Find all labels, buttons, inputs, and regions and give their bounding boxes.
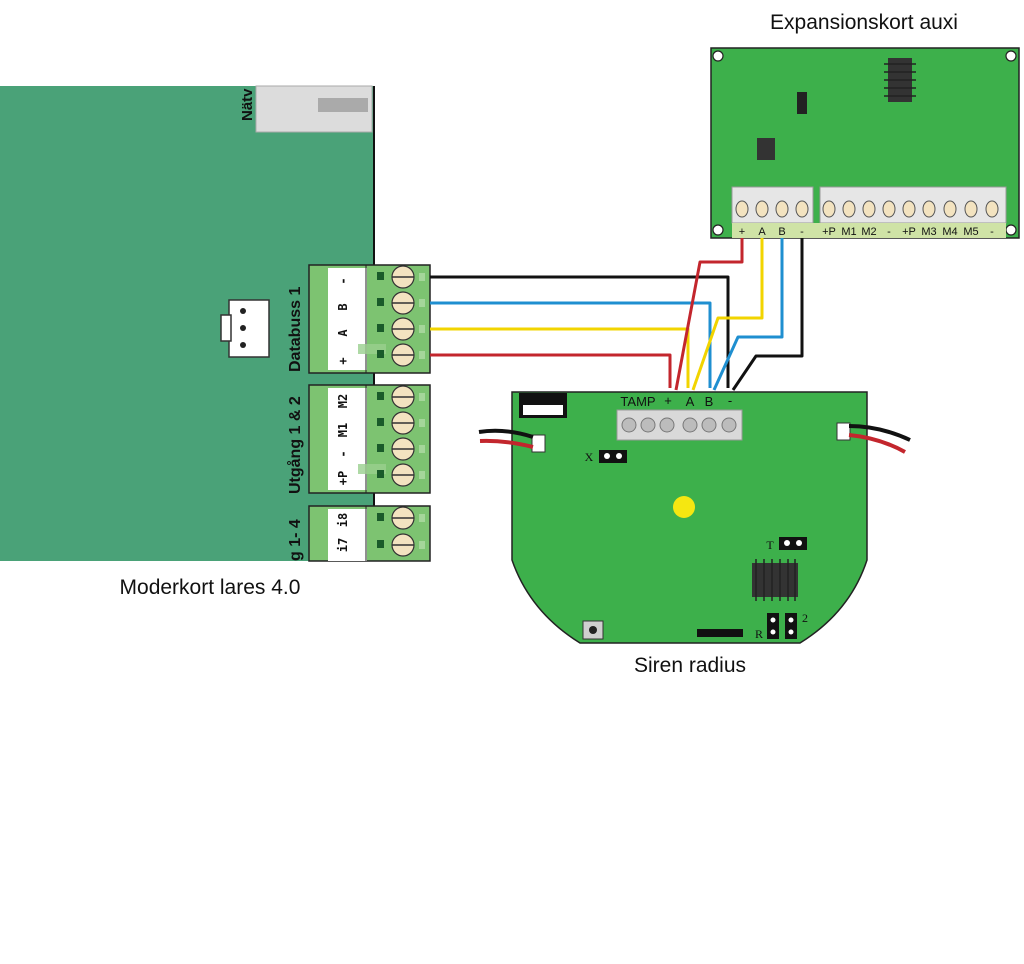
expansion-board: + A B - +P M1 M2 - +P M3 M4 M5 -: [710, 47, 1020, 239]
expansion-terminal-label: M3: [921, 226, 936, 238]
expansion-title: Expansionskort auxi: [770, 11, 958, 34]
siren-title: Siren radius: [634, 654, 746, 677]
wire-blue-expansion: [712, 238, 784, 391]
databus-terminal-label: -: [336, 277, 350, 284]
expansion-terminal-label: +P: [902, 226, 916, 238]
mainboard: Nätv Databuss 1 Utgång 1 & 2 g 1- 4 - B …: [0, 85, 431, 562]
jumper-x: [599, 450, 627, 463]
battery-leads: [478, 424, 911, 454]
input-terminal-label: i7: [336, 538, 350, 552]
mounting-hole: [712, 50, 1017, 236]
jumper-r: [767, 613, 779, 639]
expansion-terminal-label: -: [990, 226, 994, 238]
pin-header-pin: [240, 325, 246, 331]
databus-terminal-label: B: [336, 303, 350, 310]
expansion-terminal-label: B: [778, 226, 785, 238]
siren-terminal-label: B: [705, 394, 714, 409]
battery-connector-left: [531, 434, 546, 453]
expansion-terminal-label: +: [739, 226, 745, 238]
output-terminal-label: M2: [336, 394, 350, 408]
jumper-2-label: 2: [802, 611, 808, 625]
wire-black-databus: [430, 275, 730, 388]
wire-yellow-expansion: [691, 238, 764, 391]
network-cut-label: Nätv: [239, 88, 256, 121]
output-label: Utgång 1 & 2: [286, 396, 304, 494]
pin-header-pin: [240, 308, 246, 314]
led-indicator: [673, 496, 695, 518]
output-terminal-label: -: [336, 450, 350, 457]
mainboard-title: Moderkort lares 4.0: [120, 576, 301, 599]
expansion-terminal-label: M2: [861, 226, 876, 238]
databus-terminal-label: +: [336, 357, 350, 364]
jumper-r-label: R: [755, 627, 763, 641]
tamper-switch-face: [523, 405, 563, 415]
tamp-label: TAMP: [620, 394, 655, 409]
expansion-screws: [735, 200, 999, 218]
jumper-x-label: X: [585, 450, 594, 464]
network-connector-slot: [318, 98, 368, 112]
databus-terminal-label: A: [336, 329, 350, 337]
output-terminal-label: +P: [336, 471, 350, 485]
siren-terminal-label: -: [728, 393, 732, 408]
expansion-terminal-label: A: [758, 226, 766, 238]
jumper-t-label: T: [766, 538, 774, 552]
jumper-t: [779, 537, 807, 550]
siren-terminal-label: A: [686, 394, 695, 409]
expansion-terminal-label: -: [887, 226, 891, 238]
expansion-terminal-label: +P: [822, 226, 836, 238]
wire-yellow-databus: [430, 327, 690, 388]
small-chip: [757, 138, 775, 160]
wire-blue-databus: [430, 301, 712, 388]
siren-terminal-block: [616, 409, 743, 441]
expansion-terminal-label: -: [800, 226, 804, 238]
siren-board: TAMP + A B - X T R 2: [511, 391, 868, 644]
terminal-block-outputs: M2 M1 - +P: [308, 384, 431, 494]
terminal-block-databus: - B A +: [308, 264, 431, 374]
pin-header: [228, 299, 270, 358]
pin-header-tab: [220, 314, 232, 342]
input-terminal-label: i8: [336, 513, 350, 527]
expansion-terminal-strip: [732, 223, 1006, 238]
wire-red-expansion: [674, 238, 744, 391]
terminal-block-inputs: i8 i7: [308, 505, 431, 562]
wires: [430, 238, 804, 391]
expansion-terminal-label: M4: [942, 226, 957, 238]
wire-black-expansion: [731, 238, 804, 391]
crystal: [797, 92, 807, 114]
wire-red-databus: [430, 353, 672, 388]
siren-terminal-label: +: [664, 393, 672, 408]
battery-connector-right: [836, 422, 851, 441]
siren-terminal-screws: [621, 417, 737, 433]
output-terminal-label: M1: [336, 423, 350, 437]
input-label: g 1- 4: [287, 519, 304, 561]
databus-label: Databuss 1: [287, 287, 304, 372]
programming-header: [697, 629, 743, 637]
expansion-terminal-label: M5: [963, 226, 978, 238]
jumper-2: [785, 613, 797, 639]
expansion-terminal-label: M1: [841, 226, 856, 238]
siren-ic-chip: [752, 563, 798, 597]
pin-header-pin: [240, 342, 246, 348]
